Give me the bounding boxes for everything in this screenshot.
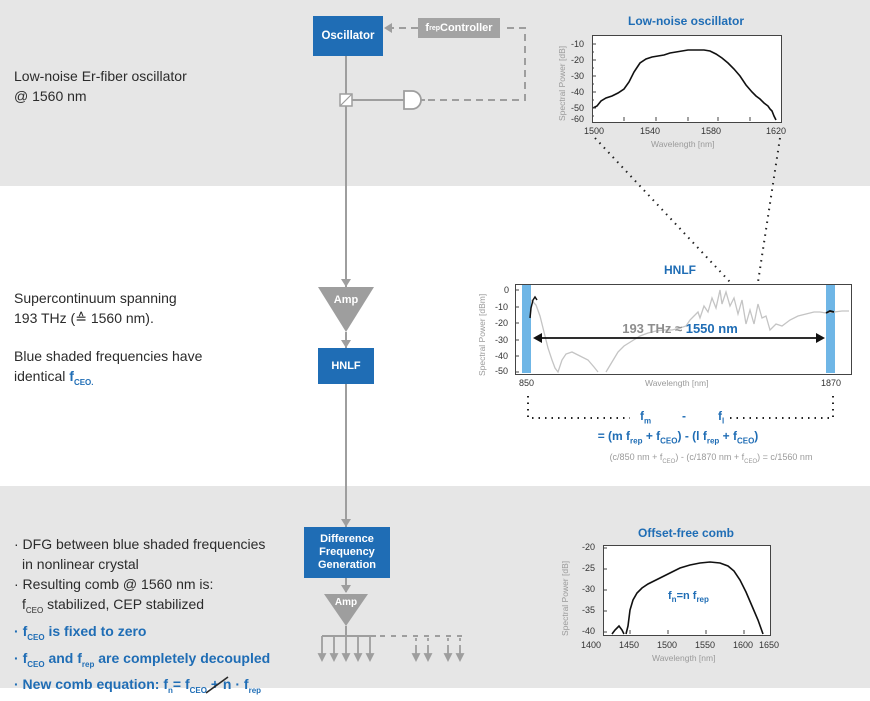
eq-minus: -: [682, 409, 686, 423]
sc-description: Supercontinuum spanning 193 THz (≙ 1560 …: [14, 288, 202, 393]
plot2-ytick: 0: [504, 285, 510, 295]
plot2-panel: [515, 284, 852, 375]
plot3-xtick: 1450: [619, 640, 640, 650]
plot1-xtick: 1500: [584, 126, 605, 136]
plot1-ylabel: Spectral Power [dB]: [557, 45, 567, 121]
blue-band-1870: [826, 285, 835, 373]
plot1-xtick: 1540: [640, 126, 661, 136]
plot2-title: HNLF: [664, 263, 696, 277]
plot1-xtick: 1580: [701, 126, 722, 136]
plot2-xtick: 850: [519, 378, 535, 388]
bullet-5: · fCEO and frep are completely decoupled: [14, 649, 271, 669]
plot1-ytick: -10: [571, 39, 585, 49]
sc-line2: 193 THz (≙ 1560 nm).: [14, 310, 154, 326]
osc-line1: Low-noise Er-fiber oscillator: [14, 68, 187, 84]
eq-fl: fl: [718, 409, 725, 426]
plot2-ytick: -10: [495, 302, 509, 312]
strike-line-icon: [205, 676, 229, 695]
amp1-label: Amp: [333, 294, 359, 306]
blue-band-850: [522, 285, 531, 373]
plot3-xtick: 1650: [759, 640, 780, 650]
eq-line2: = (m frep + fCEO) - (l frep + fCEO): [597, 429, 759, 446]
plot2-ytick: -50: [495, 366, 509, 376]
plot3-xlabel: Wavelength [nm]: [652, 653, 716, 663]
hnlf-box[interactable]: HNLF: [318, 348, 374, 384]
bullet-1b: in nonlinear crystal: [22, 556, 139, 572]
eq-line3: (c/850 nm + fCEO) - (c/1870 nm + fCEO) =…: [609, 452, 813, 465]
plot1-ytick: -60: [571, 114, 585, 124]
plot3-xtick: 1550: [695, 640, 716, 650]
plot3-ytick: -25: [582, 563, 596, 573]
detector-icon: [403, 90, 422, 110]
plot1-ytick: -40: [571, 87, 585, 97]
amp2-triangle: [324, 594, 368, 626]
bullet-4: · fCEO is fixed to zero: [14, 622, 147, 642]
amp2-label: Amp: [334, 597, 358, 608]
plot1-xlabel: Wavelength [nm]: [651, 139, 715, 149]
bullet-1a: · DFG between blue shaded frequencies: [14, 536, 266, 552]
dfg-box[interactable]: Difference Frequency Generation: [304, 527, 390, 578]
plot2-supercontinuum-curve: [530, 289, 849, 374]
sc-line3: Blue shaded frequencies have: [14, 348, 203, 364]
plot2-xlabel: Wavelength [nm]: [645, 378, 709, 388]
osc-line2: @ 1560 nm: [14, 88, 87, 104]
plot1-spectrum-curve: [592, 49, 777, 121]
plot3-title: Offset-free comb: [637, 526, 735, 540]
plot3-comb-label: fn=n frep: [668, 590, 709, 605]
plot3-ytick: -30: [582, 584, 596, 594]
plot1-ytick: -20: [571, 55, 585, 65]
plot3-ytick: -35: [582, 605, 596, 615]
bullet-2: · Resulting comb @ 1560 nm is:: [14, 576, 214, 592]
eq-fm: fm: [640, 409, 652, 426]
plot2-ytick: -20: [495, 318, 509, 328]
plot2-ytick: -30: [495, 335, 509, 345]
plot2-span-label: 193 THz ≈ 1550 nm: [622, 321, 738, 336]
plot3-comb-curve: [611, 561, 764, 635]
plot3-xtick: 1400: [581, 640, 602, 650]
plot1-xtick: 1620: [766, 126, 787, 136]
plot1-ytick: -50: [571, 103, 585, 113]
plot3-ytick: -40: [582, 626, 596, 636]
sc-line4: identical fCEO.: [14, 368, 94, 387]
plot3-xtick: 1600: [733, 640, 754, 650]
sc-line1: Supercontinuum spanning: [14, 290, 177, 306]
osc-description: Low-noise Er-fiber oscillator @ 1560 nm: [14, 66, 187, 106]
oscillator-box[interactable]: Oscillator: [313, 16, 383, 56]
plot3-xtick: 1500: [657, 640, 678, 650]
plot3-ytick: -20: [582, 542, 596, 552]
plot2-ylabel: Spectral Power [dBm]: [477, 293, 487, 376]
plot1-title: Low-noise oscillator: [627, 14, 744, 28]
bullet-3: fCEO stabilized, CEP stabilized: [22, 596, 205, 615]
plot1-ytick: -30: [571, 71, 585, 81]
dfg-bullets: · DFG between blue shaded frequencies in…: [14, 534, 270, 701]
plot2-ytick: -40: [495, 351, 509, 361]
plot3-ylabel: Spectral Power [dB]: [560, 560, 570, 636]
plot2-xtick: 1870: [821, 378, 842, 388]
amp1-triangle: [318, 287, 374, 332]
